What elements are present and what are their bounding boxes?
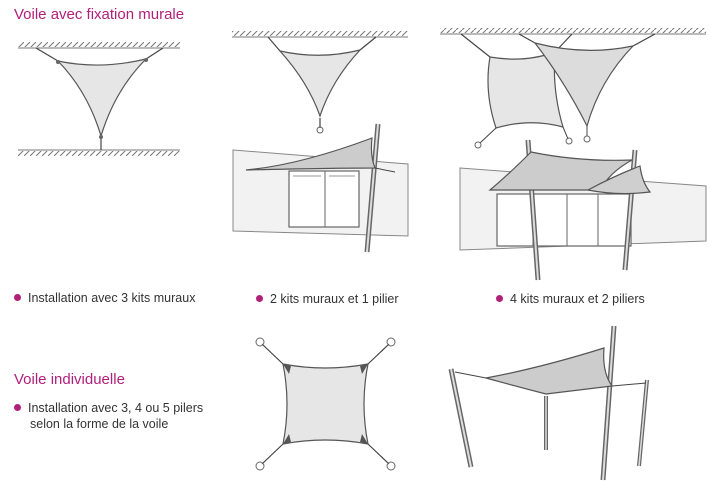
illustration-wall-pole: [232, 123, 409, 253]
bullet-icon: [256, 295, 263, 303]
sail-square: [282, 363, 369, 445]
section-title-wall-mount: Voile avec fixation murale: [14, 6, 185, 23]
sail-square: [485, 347, 614, 395]
caption-standalone-line2: selon la forme de la voile: [30, 417, 169, 431]
sail-triangle: [533, 41, 635, 128]
illustration-wall-two-poles: [459, 139, 707, 281]
bullet-icon: [496, 295, 503, 303]
floor-hatch: [18, 151, 180, 156]
sail-triangle: [245, 137, 376, 171]
window: [288, 170, 360, 228]
caption-3-wall-kits: Installation avec 3 kits muraux: [14, 290, 195, 306]
caption-4-wall-kits-2-poles: 4 kits muraux et 2 piliers: [496, 291, 645, 307]
bullet-icon: [14, 404, 21, 412]
illustration-triangle-3-wall-kits: [18, 42, 180, 156]
bullet-icon: [14, 294, 21, 302]
ceiling-hatch: [18, 42, 180, 47]
illustration-sail-on-poles: [448, 325, 649, 481]
window: [496, 193, 632, 247]
sail-triangle: [56, 57, 148, 139]
caption-standalone: Installation avec 3, 4 ou 5 pilers: [14, 400, 203, 416]
illustration-two-sails-ceiling: [440, 28, 706, 149]
illustration-triangle-ceiling: [232, 31, 408, 134]
caption-2-wall-kits-1-pole: 2 kits muraux et 1 pilier: [256, 291, 399, 307]
section-title-standalone: Voile individuelle: [14, 371, 125, 388]
illustration-square-sail-corners: [255, 337, 396, 471]
